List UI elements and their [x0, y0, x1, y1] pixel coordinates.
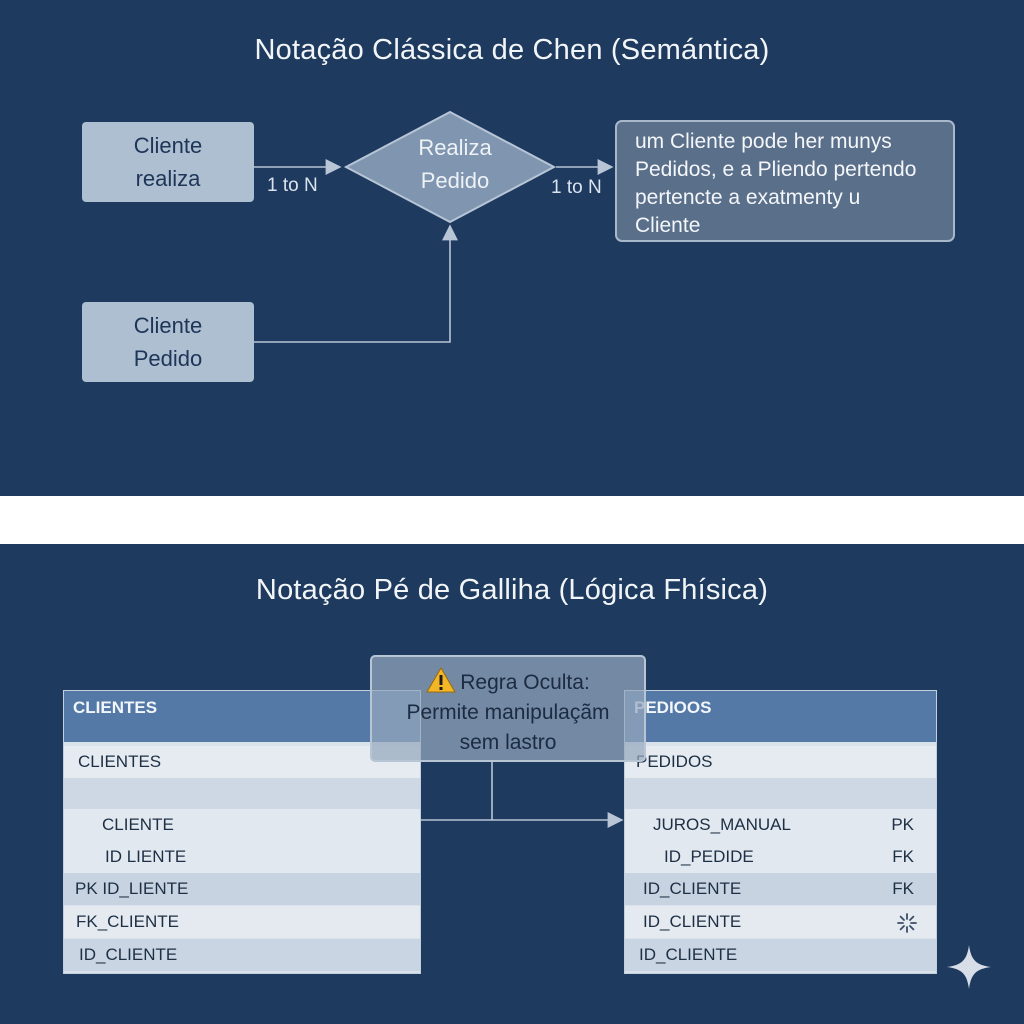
table-row[interactable] [64, 778, 420, 810]
relationship-diamond [343, 110, 557, 224]
chen-title: Notação Clássica de Chen (Semántica) [254, 34, 770, 66]
row-text: ID_PEDIDE [664, 847, 754, 866]
key-badge: FK [892, 879, 914, 898]
table-row[interactable]: ID_CLIENTE [625, 906, 936, 938]
table-row[interactable]: ID_CLIENTE [625, 939, 936, 971]
hidden-rule-callout: Regra Oculta: Permite manipulaçãm sem la… [370, 655, 646, 762]
row-text: CLIENTES [78, 752, 162, 771]
table-header: PEDIOOS [625, 691, 936, 742]
note-line: Cliente [635, 214, 701, 237]
callout-line: sem lastro [459, 731, 557, 754]
table-row[interactable]: ID_PEDIDE FK [625, 841, 936, 873]
relationship-label[interactable]: Realiza Pedido [380, 131, 530, 197]
table-clientes[interactable]: CLIENTES CLIENTES CLIENTE ID LIENTE PK I… [63, 690, 421, 974]
note-line: um Cliente pode her munys [635, 130, 892, 153]
chen-panel [0, 0, 1024, 496]
row-text: PK ID_LIENTE [75, 879, 189, 898]
table-row[interactable]: PEDIDOS [625, 746, 936, 778]
relationship-note: um Cliente pode her munys Pedidos, e a P… [615, 120, 955, 242]
entity-label-line-1: Cliente [133, 313, 203, 338]
table-row[interactable]: PK ID_LIENTE [64, 873, 420, 905]
row-text: FK_CLIENTE [76, 912, 179, 931]
table-row[interactable]: FK_CLIENTE [64, 906, 420, 938]
row-text: ID_CLIENTE [643, 879, 742, 898]
cardinality-left: 1 to N [267, 175, 318, 196]
row-text: ID_CLIENTE [643, 912, 742, 931]
table-row[interactable]: JUROS_MANUAL PK [625, 809, 936, 841]
table-row[interactable]: ID_CLIENTE [64, 939, 420, 971]
key-badge: FK [892, 847, 914, 866]
table-row[interactable]: CLIENTES [64, 746, 420, 778]
key-badge: PK [891, 815, 914, 834]
callout-line: Permite manipulaçãm [406, 701, 610, 724]
entity-cliente-pedido[interactable]: Cliente Pedido [82, 302, 254, 382]
table-row[interactable]: ID LIENTE [64, 841, 420, 873]
table-row[interactable]: ID_CLIENTE FK [625, 873, 936, 905]
row-text: ID_CLIENTE [79, 945, 178, 964]
note-line: pertencte a exatmenty u [635, 186, 861, 209]
note-line: Pedidos, e a Pliendo pertendo [635, 158, 917, 181]
row-text: JUROS_MANUAL [653, 815, 791, 834]
row-text: ID LIENTE [105, 847, 187, 866]
row-text: ID_CLIENTE [639, 945, 738, 964]
table-header: CLIENTES [64, 691, 420, 742]
panel-divider [0, 496, 1024, 544]
table-row[interactable]: CLIENTE [64, 809, 420, 841]
entity-cliente-realiza[interactable]: Cliente realiza [82, 122, 254, 202]
edge-entity-b-to-relationship [254, 224, 458, 343]
row-text: PEDIDOS [636, 752, 713, 771]
table-pedidos[interactable]: PEDIOOS PEDIDOS JUROS_MANUAL PK ID_PEDIDE… [624, 690, 937, 974]
sparkle-icon [947, 945, 991, 989]
cardinality-right: 1 to N [551, 177, 602, 198]
entity-label-line-1: Cliente [133, 133, 203, 158]
table-row[interactable] [625, 778, 936, 810]
crows-foot-title: Notação Pé de Galliha (Lógica Fhísica) [255, 574, 769, 606]
relationship-label-line-1: Realiza [418, 135, 492, 160]
entity-label-line-2: Pedido [133, 346, 203, 371]
row-text: CLIENTE [102, 815, 174, 834]
loading-spinner-icon [897, 913, 917, 933]
callout-line: Regra Oculta: [460, 671, 590, 694]
entity-label-line-2: realiza [135, 166, 201, 191]
relationship-label-line-2: Pedido [420, 168, 490, 193]
warning-icon [426, 667, 457, 693]
